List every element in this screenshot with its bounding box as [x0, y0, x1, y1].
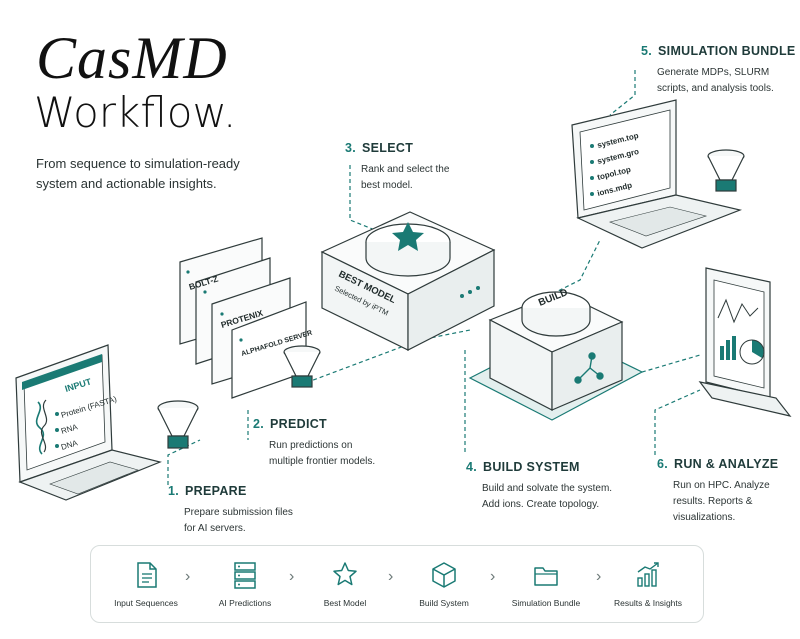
- step-title: SELECT: [362, 141, 414, 155]
- step-description: Prepare submission files for AI servers.: [184, 507, 293, 534]
- step-description: Generate MDPs, SLURM scripts, and analys…: [657, 67, 774, 94]
- step-description: Run predictions on multiple frontier mod…: [269, 440, 376, 467]
- chevron-right-icon: ›: [490, 568, 496, 585]
- chevron-right-icon: ›: [596, 568, 602, 585]
- summary-label: AI Predictions: [218, 598, 272, 608]
- step-title: RUN & ANALYZE: [674, 457, 779, 471]
- step-number: 6.: [657, 457, 669, 471]
- bar-chart-icon: [637, 562, 659, 587]
- summary-label: Results & Insights: [613, 598, 683, 608]
- connector-to-bundle: [539, 239, 601, 301]
- step-number: 3.: [345, 141, 357, 155]
- summary-item-input-sequences: Input Sequences: [91, 546, 201, 622]
- step-prepare: 1. PREPARE Prepare submission files for A…: [168, 484, 294, 537]
- step-number: 2.: [253, 417, 265, 431]
- step-number: 1.: [168, 484, 180, 498]
- step-simulation-bundle: 5. SIMULATION BUNDLE Generate MDPs, SLURM…: [641, 44, 797, 97]
- summary-item-ai-predictions: AI Predictions: [190, 546, 300, 622]
- chevron-right-icon: ›: [289, 568, 295, 585]
- server-stack-icon: [234, 562, 256, 589]
- build-system-block: [468, 291, 644, 421]
- star-icon: [333, 562, 357, 586]
- step-title: PREDICT: [270, 417, 327, 431]
- step-predict: 2. PREDICT Run predictions on multiple fr…: [253, 417, 389, 470]
- step-build-system: 4. BUILD SYSTEM Build and solvate the sys…: [466, 460, 622, 513]
- connector-analyze: [654, 389, 701, 455]
- step-description: Build and solvate the system. Add ions. …: [482, 483, 613, 510]
- step-title: PREPARE: [185, 484, 247, 498]
- funnel-icon: [157, 400, 199, 449]
- workflow-title: Workflow.: [34, 88, 237, 137]
- tagline: From sequence to simulation-ready system…: [36, 156, 240, 191]
- workflow-summary-bar: Input Sequences › AI Predictions › Best …: [90, 545, 704, 623]
- connector-prepare: [167, 439, 201, 485]
- step-number: 4.: [466, 460, 478, 474]
- server-stack: [179, 237, 307, 399]
- step-select: 3. SELECT Rank and select the best model.: [345, 141, 456, 194]
- chevron-right-icon: ›: [388, 568, 394, 585]
- workflow-diagram: INPUT Protein (FASTA) RNA DNA BOLT-Z PRO…: [15, 70, 792, 501]
- star-icon: [392, 222, 424, 251]
- funnel-icon: [707, 149, 745, 192]
- analysis-monitor: [698, 267, 792, 417]
- step-description: Run on HPC. Analyze results. Reports & v…: [673, 480, 770, 523]
- connector-bundle: [609, 70, 636, 116]
- step-description: Rank and select the best model.: [361, 164, 450, 191]
- step-title: BUILD SYSTEM: [483, 460, 580, 474]
- folder-icon: [534, 567, 558, 586]
- summary-label: Best Model: [323, 598, 367, 608]
- molecule-icon: [574, 352, 604, 384]
- document-icon: [137, 562, 157, 588]
- chevron-right-icon: ›: [185, 568, 191, 585]
- step-run-analyze: 6. RUN & ANALYZE Run on HPC. Analyze resu…: [657, 457, 800, 526]
- summary-item-results-insights: Results & Insights: [593, 546, 703, 622]
- input-laptop: [15, 344, 162, 501]
- summary-item-best-model: Best Model: [290, 546, 400, 622]
- summary-label: Input Sequences: [114, 598, 178, 608]
- summary-label: Simulation Bundle: [511, 598, 581, 608]
- brand-title: CasMD: [36, 25, 228, 91]
- connector-to-select: [299, 329, 471, 386]
- funnel-icon: [283, 345, 321, 388]
- summary-label: Build System: [419, 598, 469, 608]
- summary-item-simulation-bundle: Simulation Bundle: [491, 546, 601, 622]
- step-title: SIMULATION BUNDLE: [658, 44, 796, 58]
- best-model-block: [320, 211, 496, 351]
- step-number: 5.: [641, 44, 653, 58]
- cube-icon: [432, 562, 456, 588]
- summary-item-build-system: Build System: [389, 546, 499, 622]
- bundle-laptop: [571, 99, 743, 249]
